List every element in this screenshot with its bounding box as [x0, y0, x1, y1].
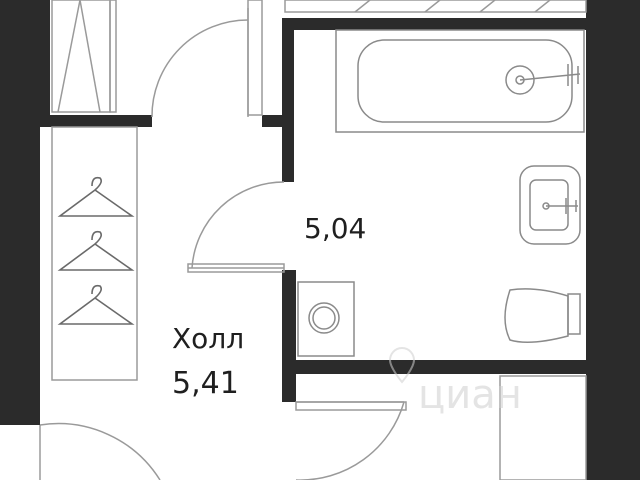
toilet-icon	[504, 288, 581, 343]
hall-upper-wall	[40, 115, 152, 127]
bathroom-area: 5,04	[304, 212, 366, 245]
bath-bottom-wall	[282, 360, 586, 374]
left-exterior-wall	[0, 0, 50, 120]
door-stub-left	[282, 372, 296, 402]
wardrobe-door-line	[79, 0, 101, 113]
clothes-hanger-icon	[57, 176, 135, 217]
washbasin-icon	[519, 165, 581, 245]
bath-top-wall	[282, 18, 586, 30]
lower-left-door-arc	[39, 422, 161, 480]
clothes-hanger-icon	[57, 284, 135, 325]
bottom-door-frame	[295, 401, 407, 411]
thin-lines	[39, 0, 587, 480]
hangers	[57, 176, 135, 325]
entry-door-frame	[247, 0, 263, 116]
watermark-text: циан	[418, 372, 522, 418]
entry-door-arc	[151, 19, 249, 118]
bath-left-wall-lower	[282, 270, 296, 372]
washing-machine-icon	[297, 281, 355, 357]
location-pin-icon	[388, 346, 416, 384]
lower-right-closet	[499, 375, 587, 480]
top-strip	[284, 0, 587, 13]
clothes-hanger-icon	[57, 230, 135, 271]
bathroom-door-arc	[191, 181, 285, 269]
bath-left-wall	[282, 20, 294, 182]
hall-area: 5,41	[172, 366, 239, 401]
left-exterior-wall-lower	[0, 120, 40, 425]
bottom-door-arc	[296, 401, 405, 480]
wardrobe-door-line	[57, 0, 81, 113]
right-exterior-wall	[586, 0, 640, 480]
top-wardrobe-divider	[109, 0, 117, 113]
watermark: циан	[388, 346, 522, 418]
bathroom-door-threshold	[187, 263, 285, 273]
bathtub-icon	[335, 29, 585, 133]
fixtures	[297, 29, 585, 357]
top-door-hint	[354, 0, 551, 13]
hall-wardrobe	[51, 126, 138, 381]
hall-name: Холл	[172, 322, 244, 355]
